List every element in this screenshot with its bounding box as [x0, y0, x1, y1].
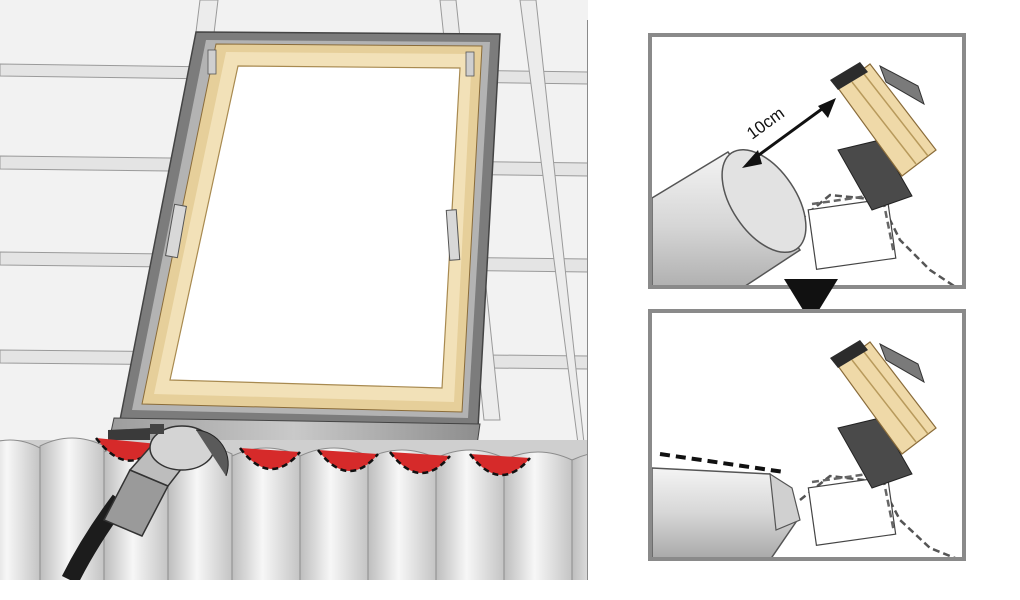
roofing-sheet-section [652, 148, 807, 285]
detail-panel-bottom [648, 309, 966, 561]
window-profile [830, 340, 937, 455]
cut-mark [317, 449, 379, 473]
down-triangle-icon [784, 279, 838, 323]
cut-mark [389, 451, 451, 475]
dimension-arrow [742, 98, 836, 168]
angle-grinder [61, 424, 229, 580]
detail-panel-top: 10cm [648, 33, 966, 289]
cut-marks [95, 437, 531, 477]
window-profile [830, 62, 937, 177]
cut-line [659, 452, 785, 474]
roof-scene [0, 0, 588, 580]
roof-window [107, 31, 501, 453]
cut-mark [469, 453, 531, 477]
roofing-sheet-cut [652, 467, 801, 557]
cut-mark [239, 447, 301, 471]
